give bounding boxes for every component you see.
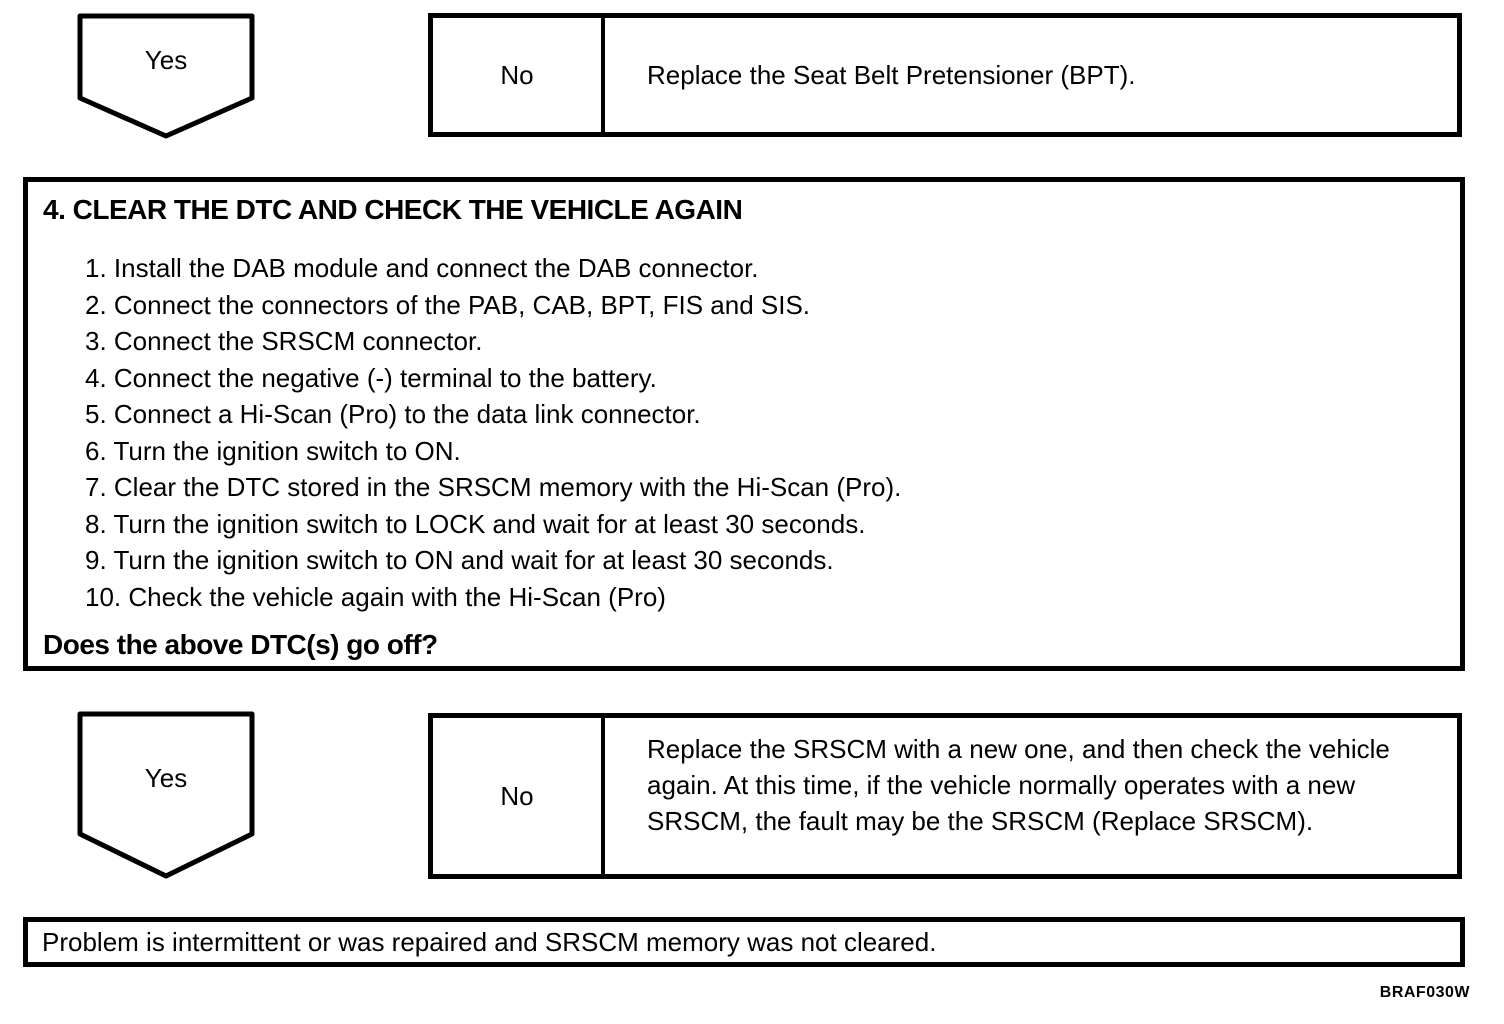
result-text: Problem is intermittent or was repaired … xyxy=(42,926,937,957)
procedure-step: 5. Connect a Hi-Scan (Pro) to the data l… xyxy=(85,399,701,429)
no-branch-box-top: No Replace the Seat Belt Pretensioner (B… xyxy=(428,13,1462,137)
procedure-step: 2. Connect the connectors of the PAB, CA… xyxy=(85,289,811,320)
procedure-question: Does the above DTC(s) go off? xyxy=(43,629,438,660)
procedure-step: 9. Turn the ignition switch to ON and wa… xyxy=(85,545,834,575)
procedure-step: 4. Connect the negative (-) terminal to … xyxy=(85,362,657,393)
no-label: No xyxy=(433,18,605,132)
no-branch-box-bottom: No Replace the SRSCM with a new one, and… xyxy=(428,713,1462,879)
yes-connector-top: Yes xyxy=(77,13,255,139)
no-label: No xyxy=(433,718,605,874)
no-action-text: Replace the Seat Belt Pretensioner (BPT)… xyxy=(647,60,1136,90)
procedure-steps: 1. Install the DAB module and connect th… xyxy=(85,250,1440,615)
down-pentagon-icon xyxy=(77,13,255,139)
procedure-title: 4. CLEAR THE DTC AND CHECK THE VEHICLE A… xyxy=(43,194,743,225)
procedure-step: 8. Turn the ignition switch to LOCK and … xyxy=(85,508,866,539)
yes-label: Yes xyxy=(144,763,188,793)
procedure-step: 7. Clear the DTC stored in the SRSCM mem… xyxy=(85,472,902,502)
procedure-box: 4. CLEAR THE DTC AND CHECK THE VEHICLE A… xyxy=(23,177,1465,671)
procedure-step: 1. Install the DAB module and connect th… xyxy=(85,253,759,283)
down-pentagon-icon xyxy=(77,711,255,879)
figure-code: BRAF030W xyxy=(1379,984,1470,1001)
yes-label: Yes xyxy=(144,45,188,75)
yes-connector-bottom: Yes xyxy=(77,711,255,879)
result-box: Problem is intermittent or was repaired … xyxy=(23,917,1465,967)
procedure-step: 10. Check the vehicle again with the Hi-… xyxy=(85,581,666,612)
procedure-step: 6. Turn the ignition switch to ON. xyxy=(85,435,461,466)
procedure-step: 3. Connect the SRSCM connector. xyxy=(85,326,483,356)
no-action-text: Replace the SRSCM with a new one, and th… xyxy=(647,734,1390,836)
